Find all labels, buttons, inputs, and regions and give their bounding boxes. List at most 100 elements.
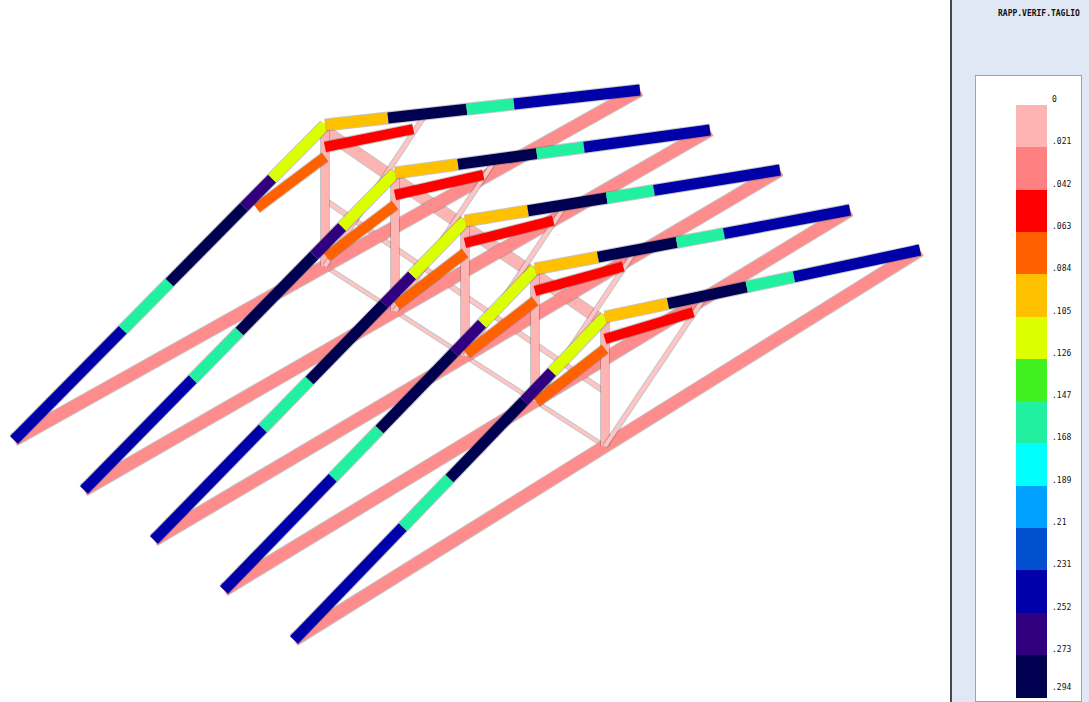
left-rafter-segment-edge — [224, 478, 333, 590]
right-rafter-segment-edge — [388, 109, 467, 118]
left-rafter-segment — [193, 332, 240, 380]
left-rafter-segment-edge — [240, 255, 315, 331]
right-rafter-segment-edge — [528, 198, 607, 211]
right-rafter-segment — [605, 304, 668, 317]
legend-swatch — [1016, 359, 1047, 402]
right-rafter-segment — [395, 164, 458, 173]
left-rafter-segment-edge — [552, 317, 605, 372]
bottom-brace-edge — [535, 401, 605, 446]
legend-value: 0 — [1052, 95, 1057, 104]
right-rafter-segment-edge — [677, 234, 724, 243]
right-rafter-segment — [654, 170, 780, 190]
right-rafter-segment-edge — [607, 190, 654, 198]
left-rafter-segment — [154, 428, 263, 540]
right-rafter-segment-edge — [395, 164, 458, 173]
right-rafter-segment-edge — [467, 104, 514, 109]
legend-swatch — [1016, 401, 1047, 444]
right-rafter-segment-edge — [458, 154, 537, 165]
left-rafter-segment-edge — [170, 207, 245, 283]
left-rafter-segment-edge — [380, 352, 455, 429]
right-rafter-segment — [514, 90, 640, 104]
legend-swatch — [1016, 528, 1047, 571]
right-strut-edge — [325, 129, 413, 147]
legend-value: .147 — [1052, 391, 1071, 400]
left-rafter-segment — [412, 221, 465, 275]
legend-swatch — [1016, 274, 1047, 317]
left-rafter-segment-edge — [342, 173, 395, 227]
left-rafter-segment-edge — [244, 179, 272, 207]
left-rafter-segment — [524, 372, 552, 401]
left-rafter-segment — [272, 125, 325, 179]
right-rafter-segment-edge — [724, 210, 850, 234]
right-rafter-segment-edge — [654, 170, 780, 190]
bottom-chord — [14, 90, 640, 440]
left-rafter-segment-edge — [524, 372, 552, 401]
legend-swatch — [1016, 147, 1047, 190]
legend-value: .042 — [1052, 180, 1071, 189]
right-rafter-segment — [747, 277, 794, 287]
left-rafter-segment-edge — [314, 227, 342, 256]
left-rafter-segment — [310, 304, 385, 381]
left-rafter-segment-edge — [193, 332, 240, 380]
right-rafter-segment — [584, 130, 710, 147]
bottom-chord — [224, 210, 850, 590]
right-rafter-segment — [465, 211, 528, 221]
left-rafter-segment-edge — [412, 221, 465, 275]
left-rafter-segment — [314, 227, 342, 256]
left-rafter-segment — [342, 173, 395, 227]
bottom-chord-edge — [14, 90, 640, 440]
left-rafter-segment — [384, 275, 412, 304]
legend-value: .273 — [1052, 645, 1071, 654]
left-rafter-segment — [552, 317, 605, 372]
legend-value: .084 — [1052, 264, 1071, 273]
left-rafter-segment — [224, 478, 333, 590]
right-rafter-segment-edge — [584, 130, 710, 147]
legend-swatch — [1016, 105, 1047, 148]
bottom-chord-edge — [294, 250, 920, 640]
right-rafter-segment — [677, 234, 724, 243]
diagonal-brace — [605, 296, 706, 447]
legend-value: .189 — [1052, 476, 1071, 485]
right-rafter-segment-edge — [747, 277, 794, 287]
left-rafter-segment — [333, 430, 380, 478]
right-rafter-segment — [794, 250, 920, 277]
left-rafter-segment-edge — [450, 401, 525, 479]
left-rafter-segment — [263, 381, 310, 429]
right-rafter-segment-edge — [668, 287, 747, 304]
left-rafter-segment-edge — [123, 283, 170, 330]
legend-swatch — [1016, 443, 1047, 486]
legend-value: .252 — [1052, 603, 1071, 612]
left-rafter-segment — [450, 401, 525, 479]
right-rafter-segment — [724, 210, 850, 234]
right-rafter-segment — [325, 118, 388, 125]
left-rafter-segment — [123, 283, 170, 330]
right-rafter-segment-edge — [325, 118, 388, 125]
left-rafter-segment — [14, 330, 123, 440]
legend-value: .105 — [1052, 307, 1071, 316]
left-rafter-segment-edge — [333, 430, 380, 478]
left-rafter-segment-edge — [403, 479, 450, 527]
left-rafter-segment — [244, 179, 272, 207]
right-rafter-segment — [388, 109, 467, 118]
legend-swatch — [1016, 317, 1047, 360]
legend-value: .294 — [1052, 683, 1071, 692]
right-rafter-segment — [607, 190, 654, 198]
bottom-chord-edge — [154, 170, 780, 540]
left-rafter-segment — [294, 527, 403, 640]
legend-value: .21 — [1052, 518, 1066, 527]
right-rafter-segment — [535, 257, 598, 269]
left-rafter-segment-edge — [14, 330, 123, 440]
left-rafter-segment-edge — [84, 379, 193, 490]
legend-value: .126 — [1052, 349, 1071, 358]
left-rafter-segment-edge — [310, 304, 385, 381]
right-strut — [325, 129, 413, 147]
legend-value: .021 — [1052, 137, 1071, 146]
left-rafter-segment — [170, 207, 245, 283]
bottom-chord — [154, 170, 780, 540]
right-rafter-segment-edge — [514, 90, 640, 104]
legend-swatch — [1016, 570, 1047, 613]
left-rafter-segment — [380, 352, 455, 429]
left-rafter-segment — [454, 324, 482, 353]
left-rafter-segment-edge — [272, 125, 325, 179]
legend-swatch — [1016, 655, 1047, 698]
